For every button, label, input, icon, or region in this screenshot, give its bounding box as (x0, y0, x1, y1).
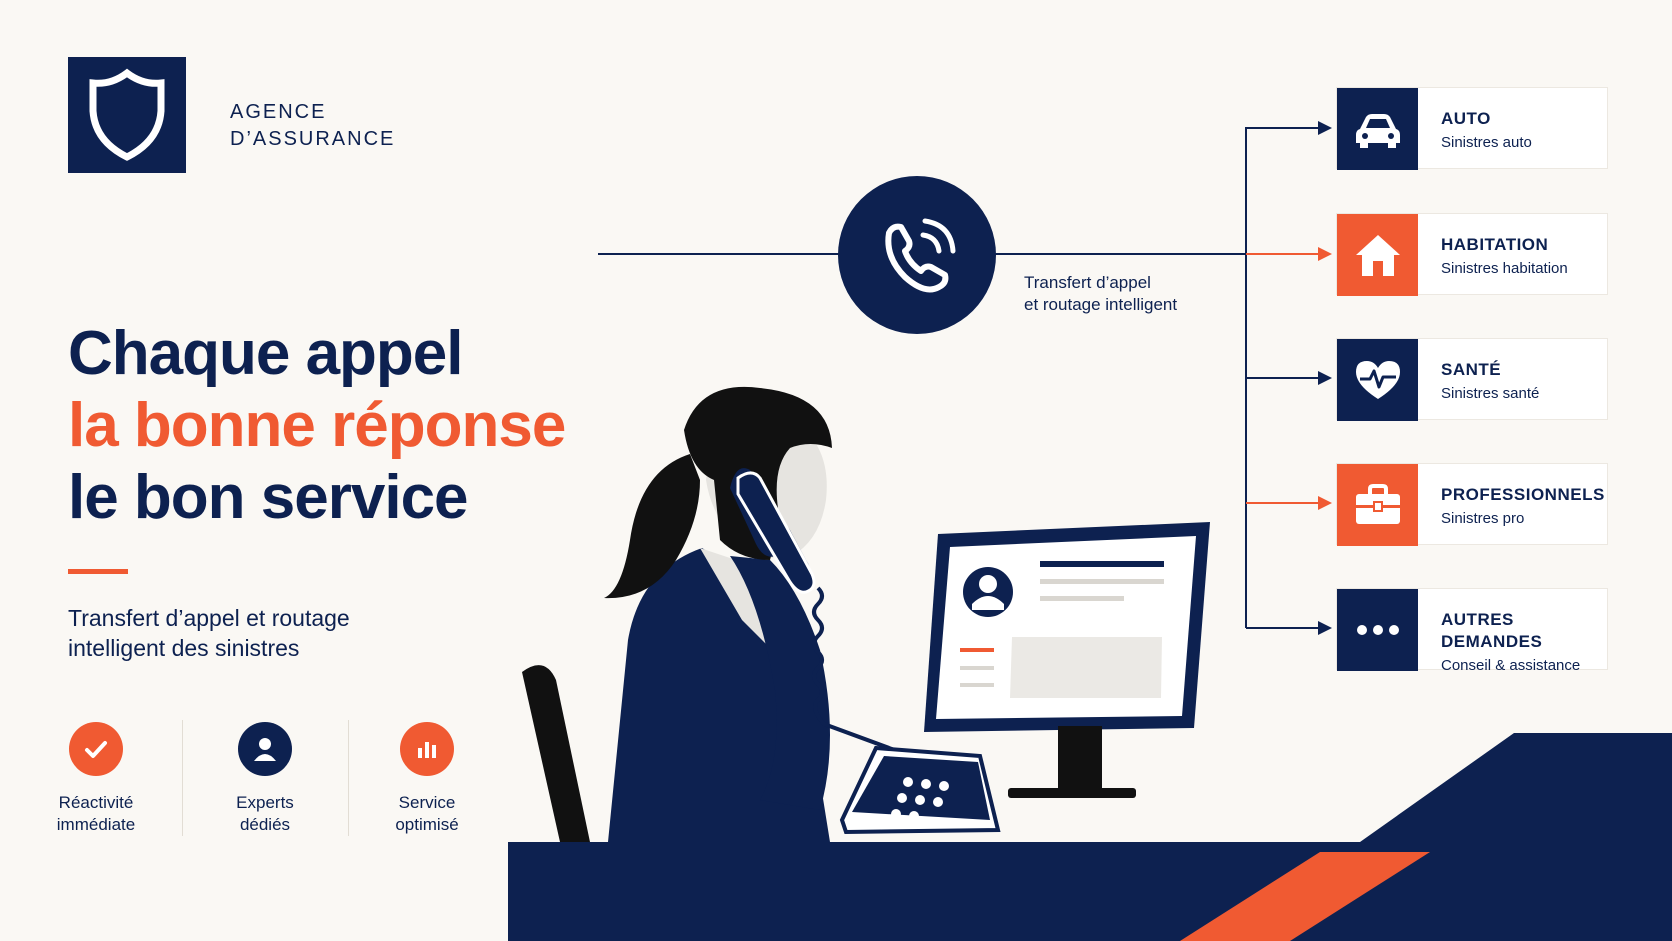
category-subtitle: Conseil & assistance (1441, 657, 1581, 674)
check-icon (69, 722, 123, 776)
feature-label: Réactivité immédiate (26, 792, 166, 836)
category-subtitle: Sinistres santé (1441, 385, 1540, 402)
feature-label-line: immédiate (56, 815, 136, 834)
feature-label-line: Réactivité (58, 793, 134, 812)
feature-divider (182, 720, 183, 836)
category-text: HABITATION Sinistres habitation (1441, 234, 1568, 280)
call-node (838, 176, 996, 334)
category-text: AUTRES DEMANDES Conseil & assistance (1441, 609, 1607, 677)
category-auto[interactable]: AUTO Sinistres auto (1336, 87, 1608, 170)
feature-experts: Experts dédiés (195, 722, 335, 836)
headline: Chaque appel la bonne réponse le bon ser… (68, 318, 566, 534)
category-title: AUTRES DEMANDES (1441, 610, 1543, 651)
feature-label-line: Experts (236, 793, 294, 812)
user-icon (238, 722, 292, 776)
briefcase-icon (1337, 464, 1418, 546)
category-sante[interactable]: SANTÉ Sinistres santé (1336, 338, 1608, 421)
brand-name: AGENCE D’ASSURANCE (230, 99, 395, 153)
feature-reactivity: Réactivité immédiate (26, 722, 166, 836)
category-professionnels[interactable]: PROFESSIONNELS Sinistres pro (1336, 463, 1608, 546)
feature-label-line: optimisé (395, 815, 459, 834)
category-title: HABITATION (1441, 235, 1549, 254)
headline-line-2: la bonne réponse (68, 391, 566, 460)
phone-cord (812, 586, 901, 754)
monitor (924, 522, 1210, 798)
routing-label-line: et routage intelligent (1024, 295, 1178, 314)
desk (508, 733, 1672, 941)
category-text: SANTÉ Sinistres santé (1441, 359, 1539, 405)
routing-lines (1245, 121, 1332, 635)
feature-label: Service optimisé (357, 792, 497, 836)
more-icon (1337, 589, 1418, 671)
routing-label-line: Transfert d’appel (1024, 273, 1151, 292)
category-subtitle: Sinistres auto (1441, 134, 1532, 151)
feature-divider (348, 720, 349, 836)
category-autres-demandes[interactable]: AUTRES DEMANDES Conseil & assistance (1336, 588, 1608, 674)
subtitle: Transfert d’appel et routage intelligent… (68, 605, 350, 661)
category-habitation[interactable]: HABITATION Sinistres habitation (1336, 213, 1608, 296)
feature-label: Experts dédiés (195, 792, 335, 836)
headline-line-3: le bon service (68, 463, 469, 532)
category-title: AUTO (1441, 109, 1491, 128)
heart-pulse-icon (1337, 339, 1418, 421)
house-icon (1337, 214, 1418, 296)
accent-divider (68, 569, 128, 574)
feature-service: Service optimisé (357, 722, 497, 836)
phone-icon (885, 218, 956, 293)
brand-logo (68, 57, 186, 173)
car-icon (1337, 88, 1418, 170)
brand-line-1: AGENCE (230, 101, 327, 123)
bar-chart-icon (400, 722, 454, 776)
feature-label-line: dédiés (239, 815, 291, 834)
desk-stripe (1180, 852, 1430, 941)
headline-line-1: Chaque appel (68, 319, 464, 388)
desk-phone (839, 745, 1001, 835)
routing-label: Transfert d’appel et routage intelligent (1024, 272, 1177, 316)
brand-line-2: D’ASSURANCE (230, 128, 396, 150)
category-title: PROFESSIONNELS (1441, 485, 1605, 504)
category-text: AUTO Sinistres auto (1441, 108, 1532, 154)
feature-label-line: Service (398, 793, 456, 812)
category-subtitle: Sinistres habitation (1441, 260, 1568, 277)
agent (604, 386, 832, 842)
shield-icon (89, 68, 165, 161)
chair-back (522, 665, 590, 842)
category-text: PROFESSIONNELS Sinistres pro (1441, 484, 1605, 530)
category-title: SANTÉ (1441, 360, 1502, 379)
category-subtitle: Sinistres pro (1441, 510, 1525, 527)
